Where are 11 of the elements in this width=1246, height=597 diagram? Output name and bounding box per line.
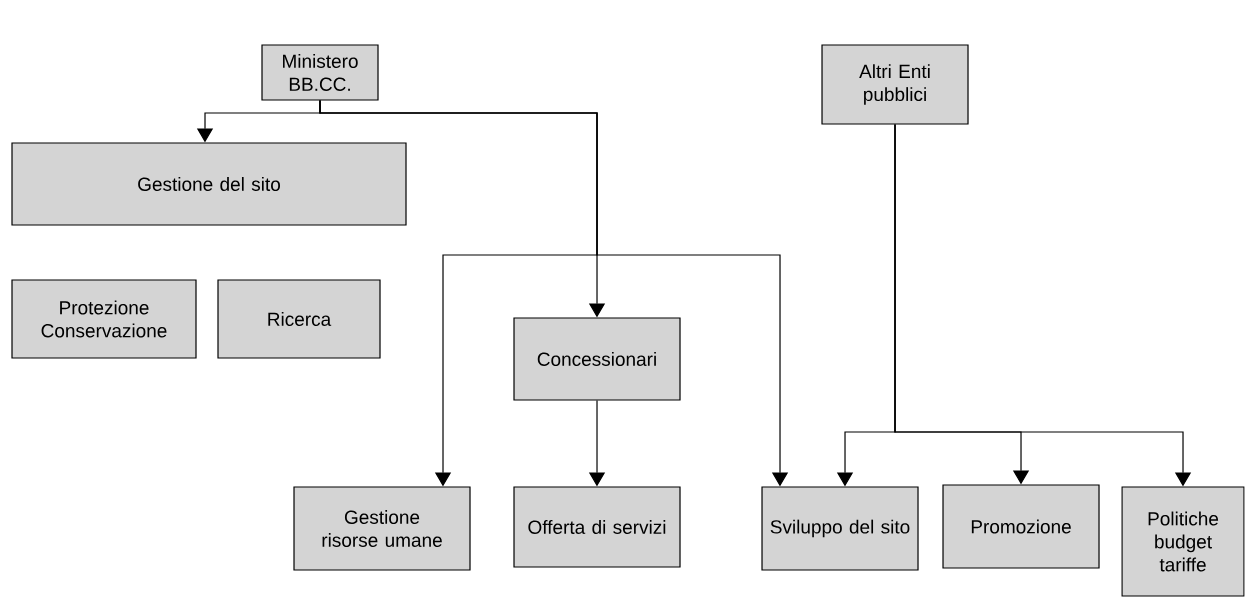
org-box: Gestione risorse umane <box>293 486 471 571</box>
org-box: Protezione Conservazione <box>11 279 197 359</box>
org-box: Altri Enti pubblici <box>821 44 969 125</box>
org-box: Ministero BB.CC. <box>261 44 379 101</box>
org-box: Promozione <box>942 484 1100 569</box>
org-box: Offerta di servizi <box>513 486 681 568</box>
org-box: Politiche budget tariffe <box>1121 486 1245 597</box>
org-box: Sviluppo del sito <box>761 486 919 571</box>
org-box: Gestione del sito <box>11 142 407 226</box>
org-box: Concessionari <box>513 317 681 401</box>
org-box: Ricerca <box>217 279 381 359</box>
